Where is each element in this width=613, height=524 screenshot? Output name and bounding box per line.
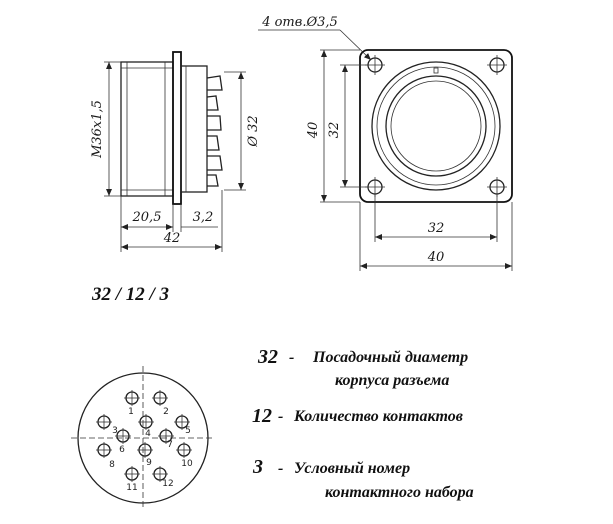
dim-total: 42 bbox=[163, 231, 181, 246]
rear-housing bbox=[180, 65, 208, 193]
thread-label: M36x1,5 bbox=[90, 100, 105, 159]
pin-number: 9 bbox=[146, 458, 152, 468]
pin-number: 1 bbox=[128, 407, 134, 417]
body-inner-circle bbox=[385, 75, 487, 177]
legend-text: Посадочный диаметр bbox=[312, 349, 468, 366]
front-view: 4 отв.Ø3,5 40 32 32 40 bbox=[258, 15, 513, 271]
pin-number: 8 bbox=[109, 460, 115, 470]
pin-number: 12 bbox=[162, 479, 173, 489]
pin-contact: 4 bbox=[138, 414, 154, 439]
pin-number: 3 bbox=[112, 426, 118, 436]
body-outer-circle bbox=[371, 61, 501, 191]
dim-inner-h: 32 bbox=[428, 221, 445, 236]
pin-contact: 8 bbox=[96, 442, 115, 470]
pin-contact: 9 bbox=[137, 442, 153, 468]
legend-text: Количество контактов bbox=[293, 408, 463, 425]
dim-inner-v: 32 bbox=[327, 122, 342, 139]
holes-label: 4 отв.Ø3,5 bbox=[261, 15, 338, 30]
legend-number: 32 bbox=[257, 346, 278, 368]
diameter-label: Ø 32 bbox=[246, 115, 261, 147]
legend-dash: - bbox=[289, 349, 294, 366]
dim-outer-v: 40 bbox=[306, 122, 321, 140]
key-notch bbox=[433, 67, 439, 74]
pin-contact: 3 bbox=[96, 414, 118, 436]
pin-number: 4 bbox=[145, 429, 151, 439]
pin-contact: 12 bbox=[152, 466, 174, 489]
pin-contact: 6 bbox=[115, 428, 131, 455]
dim-flange: 3,2 bbox=[193, 210, 214, 225]
contact-tails bbox=[206, 75, 223, 187]
pin-contact: 1 bbox=[124, 390, 140, 417]
legend-item: 3 - Условный номер контактного набора bbox=[252, 456, 474, 501]
legend-text-cont: контактного набора bbox=[325, 484, 474, 501]
dim-outer-h: 40 bbox=[427, 250, 445, 265]
pin-contact: 2 bbox=[152, 390, 169, 417]
pin-number: 11 bbox=[126, 483, 137, 493]
legend-item: 12 - Количество контактов bbox=[252, 405, 463, 427]
flange bbox=[172, 51, 182, 205]
body-mid-circle bbox=[376, 66, 496, 186]
legend-item: 32 - Посадочный диаметр корпуса разъема bbox=[257, 346, 468, 389]
pin-number: 2 bbox=[163, 407, 169, 417]
pin-contact: 7 bbox=[158, 428, 174, 450]
legend-dash: - bbox=[278, 408, 283, 425]
dim-body: 20,5 bbox=[132, 210, 162, 225]
pin-number: 5 bbox=[185, 426, 191, 436]
square-flange bbox=[359, 49, 513, 203]
legend-number: 12 bbox=[252, 405, 272, 427]
pin-number: 10 bbox=[181, 459, 193, 469]
legend-number: 3 bbox=[252, 456, 263, 478]
pin-contact: 11 bbox=[124, 466, 140, 493]
legend-text: Условный номер bbox=[294, 460, 410, 477]
legend: 32 - Посадочный диаметр корпуса разъема … bbox=[252, 346, 474, 501]
pin-contact: 5 bbox=[174, 414, 191, 436]
legend-dash: - bbox=[278, 460, 283, 477]
pin-contact: 10 bbox=[176, 442, 193, 469]
legend-text-cont: корпуса разъема bbox=[335, 372, 449, 389]
connector-code: 32 / 12 / 3 bbox=[91, 284, 169, 305]
pin-number: 7 bbox=[167, 440, 173, 450]
side-view: M36x1,5 Ø 32 20,5 3,2 42 bbox=[90, 51, 261, 252]
pin-number: 6 bbox=[119, 445, 125, 455]
